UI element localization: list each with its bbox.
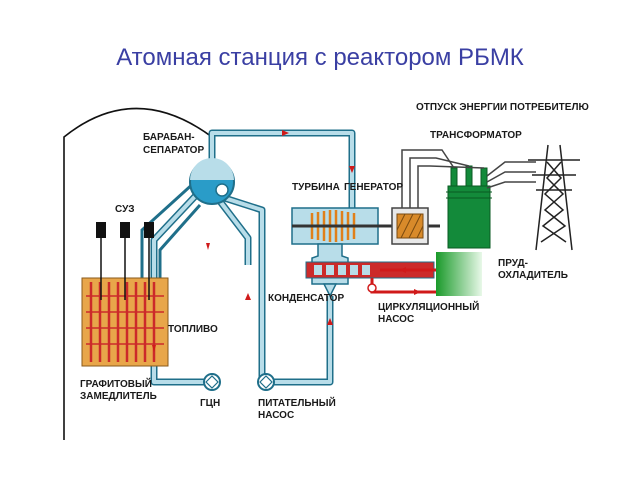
main-circulation-pump (203, 373, 221, 391)
moderator-label-1: ГРАФИТОВЫЙ (80, 377, 152, 390)
transmission-tower (528, 144, 580, 251)
drum-separator-upper-half (190, 158, 234, 180)
generator-core-hatch (396, 213, 424, 239)
circulation-pump (367, 283, 377, 293)
condenser-label: КОНДЕНСАТОР (268, 293, 344, 304)
energy-supply-label: ОТПУСК ЭНЕРГИИ ПОТРЕБИТЕЛЮ (416, 102, 589, 113)
condenser-outlet (322, 283, 338, 298)
fuel-label: ТОПЛИВО (168, 324, 218, 335)
cooling-pond-label-1: ПРУД- (498, 258, 528, 269)
circulation-pump-label-2: НАСОС (378, 314, 414, 325)
transformer-bushings (450, 165, 488, 187)
moderator-label-2: ЗАМЕДЛИТЕЛЬ (80, 391, 157, 402)
generator-label: ГЕНЕРАТОР (344, 182, 403, 193)
mcp-label: ГЦН (200, 398, 220, 409)
feed-pump-label-2: НАСОС (258, 410, 294, 421)
cooling-pond (436, 252, 482, 296)
turbine-label: ТУРБИНА (292, 182, 340, 193)
flow-arrows (152, 130, 421, 352)
page-title: Атомная станция с реактором РБМК (116, 44, 524, 71)
drum-separator-label-2: СЕПАРАТОР (143, 145, 204, 156)
feed-pump-label-1: ПИТАТЕЛЬНЫЙ (258, 396, 336, 409)
drum-nozzle (215, 183, 229, 197)
transformer-ribs (446, 191, 492, 199)
feed-pump (257, 373, 275, 391)
power-lines (401, 149, 536, 208)
suz-label: СУЗ (115, 204, 135, 215)
transformer-label: ТРАНСФОРМАТОР (430, 130, 522, 141)
drum-separator-label-1: БАРАБАН- (143, 132, 195, 143)
control-rods (96, 222, 154, 300)
transformer-body (447, 185, 491, 249)
riser-pipes (140, 180, 202, 280)
circulation-pump-label-1: ЦИРКУЛЯЦИОННЫЙ (378, 300, 479, 313)
reactor-building-outline (63, 107, 213, 440)
cooling-pond-label-2: ОХЛАДИТЕЛЬ (498, 270, 568, 281)
condenser-tubes (305, 261, 435, 279)
